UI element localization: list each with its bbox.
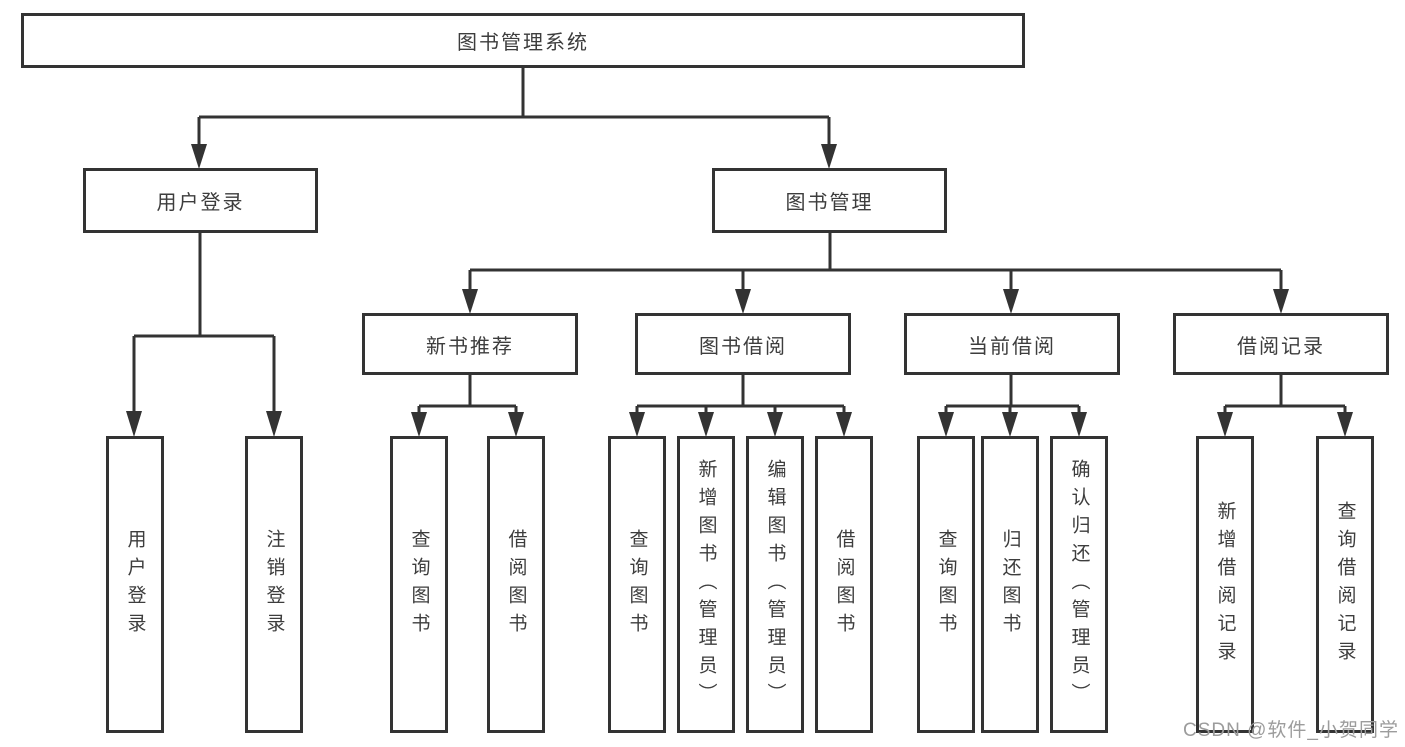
node-new-book-recommend: 新书推荐: [362, 313, 578, 375]
leaf-borrow-books-recommend-label: 借阅图书: [505, 528, 527, 641]
leaf-borrow-books-recommend: 借阅图书: [487, 436, 545, 733]
leaf-logout-label: 注销登录: [263, 528, 285, 641]
arrowheads: [126, 144, 1353, 437]
csdn-watermark: CSDN @软件_小贺同学: [1183, 720, 1399, 741]
leaf-confirm-return-admin-label: 确认归还（管理员）: [1068, 458, 1090, 711]
leaf-edit-book-admin: 编辑图书（管理员）: [746, 436, 804, 733]
leaf-query-books-borrow-label: 查询图书: [626, 528, 648, 641]
leaf-user-login: 用户登录: [106, 436, 164, 733]
leaf-query-books-current: 查询图书: [917, 436, 975, 733]
leaf-confirm-return-admin: 确认归还（管理员）: [1050, 436, 1108, 733]
leaf-user-login-label: 用户登录: [124, 528, 146, 641]
node-root: 图书管理系统: [21, 13, 1025, 68]
leaf-query-borrow-record: 查询借阅记录: [1316, 436, 1374, 733]
leaf-add-book-admin-label: 新增图书（管理员）: [695, 458, 717, 711]
node-borrow-records: 借阅记录: [1173, 313, 1389, 375]
leaf-edit-book-admin-label: 编辑图书（管理员）: [764, 458, 786, 711]
leaf-add-book-admin: 新增图书（管理员）: [677, 436, 735, 733]
leaf-borrow-books: 借阅图书: [815, 436, 873, 733]
leaf-query-books-borrow: 查询图书: [608, 436, 666, 733]
node-current-borrow: 当前借阅: [904, 313, 1120, 375]
leaf-logout: 注销登录: [245, 436, 303, 733]
leaf-return-book-label: 归还图书: [999, 528, 1021, 641]
leaf-query-books-current-label: 查询图书: [935, 528, 957, 641]
leaf-add-borrow-record-label: 新增借阅记录: [1214, 500, 1236, 669]
leaf-borrow-books-label: 借阅图书: [833, 528, 855, 641]
node-user-login: 用户登录: [83, 168, 318, 233]
leaf-add-borrow-record: 新增借阅记录: [1196, 436, 1254, 733]
leaf-return-book: 归还图书: [981, 436, 1039, 733]
leaf-query-books-recommend-label: 查询图书: [408, 528, 430, 641]
leaf-query-books-recommend: 查询图书: [390, 436, 448, 733]
leaf-query-borrow-record-label: 查询借阅记录: [1334, 500, 1356, 669]
node-book-management: 图书管理: [712, 168, 947, 233]
node-book-borrow: 图书借阅: [635, 313, 851, 375]
